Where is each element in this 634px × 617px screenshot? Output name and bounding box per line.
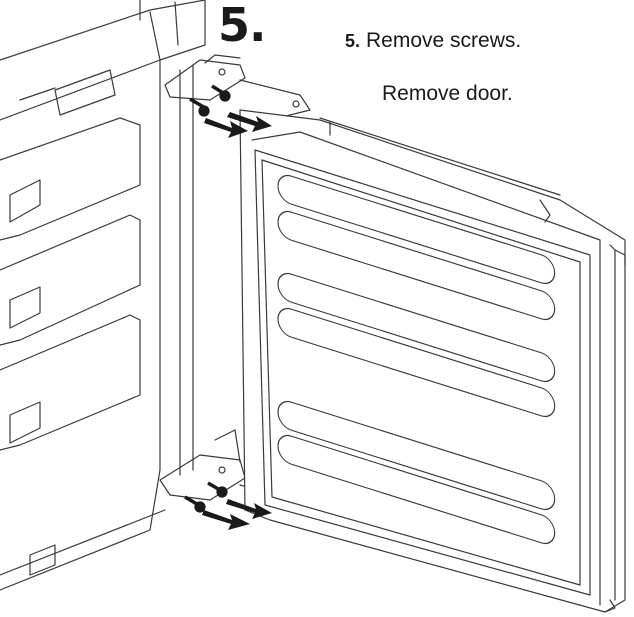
instruction-remove-door: Remove door. — [382, 83, 513, 104]
screw-icon — [184, 84, 231, 513]
arrow-icon — [202, 112, 272, 530]
door — [239, 109, 626, 613]
cabinet-body — [0, 0, 206, 591]
instruction-text: Remove door. — [382, 82, 513, 105]
instruction-text: Remove screws. — [366, 29, 522, 52]
instruction-remove-screws: 5.Remove screws. — [345, 30, 521, 51]
step-number: 5. — [218, 0, 266, 52]
top-hinge — [164, 54, 311, 121]
instruction-number: 5. — [345, 31, 361, 51]
